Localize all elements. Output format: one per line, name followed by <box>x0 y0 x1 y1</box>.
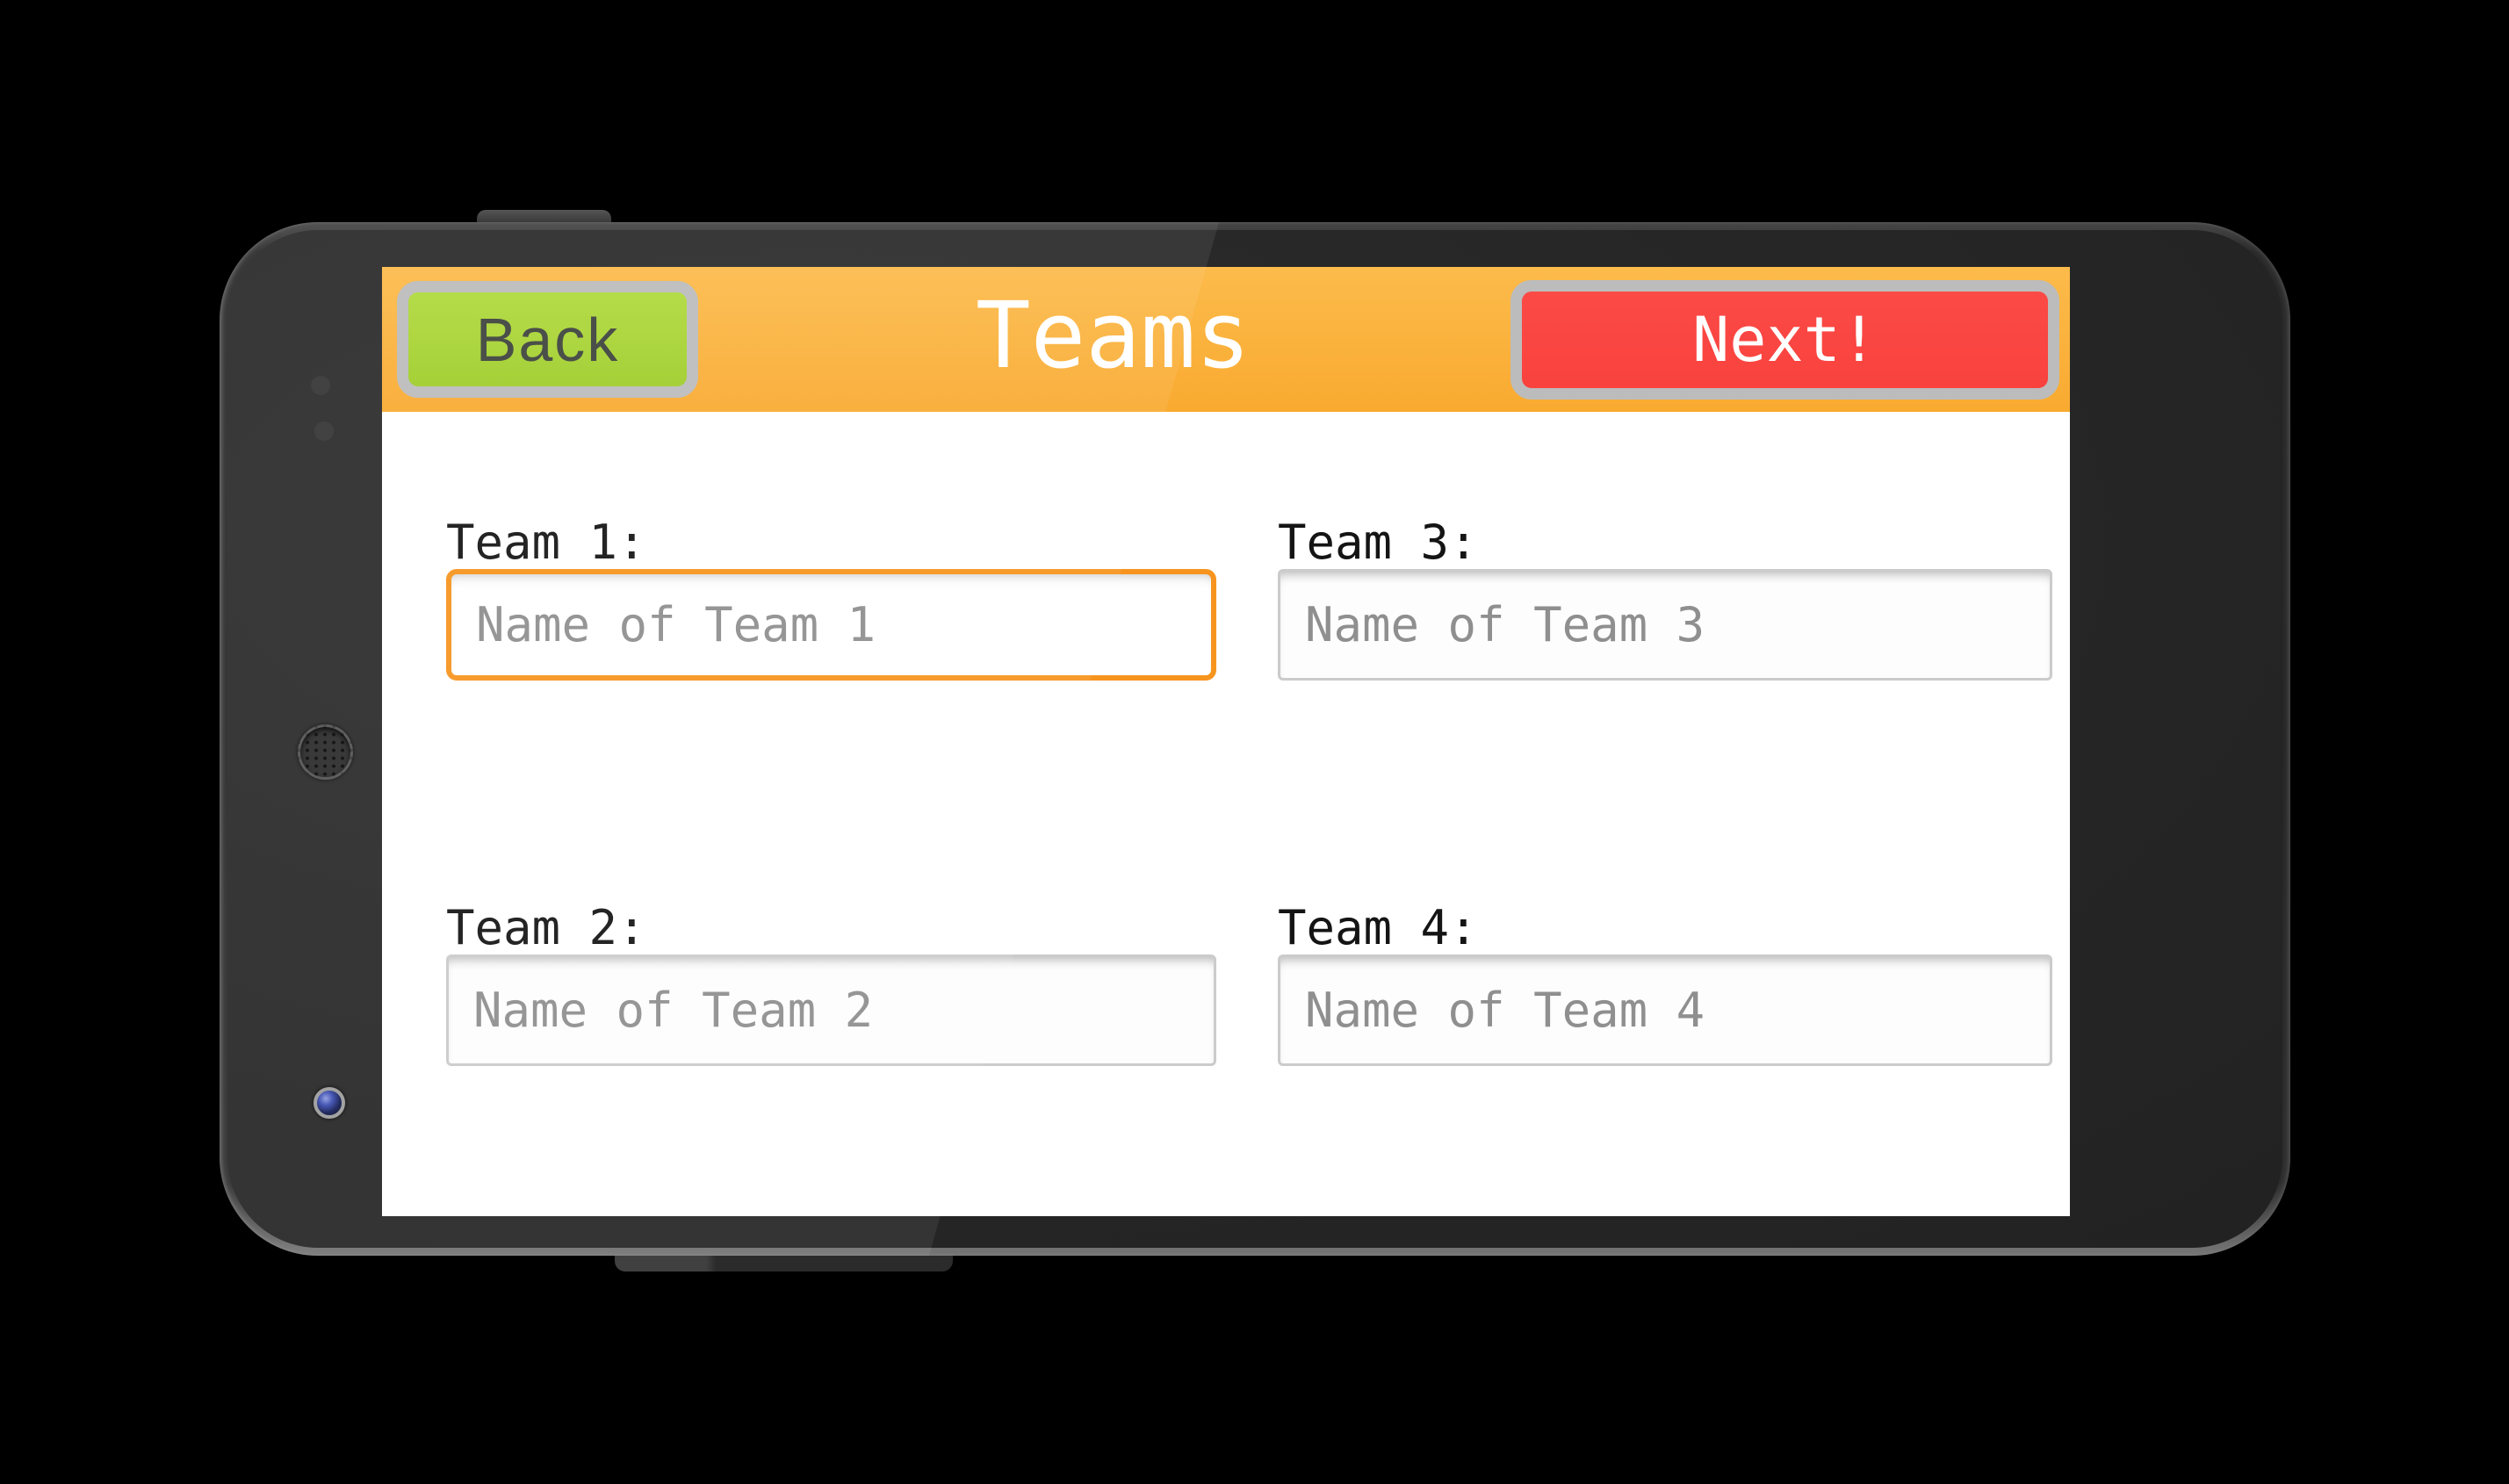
team-3-label: Team 3: <box>1278 515 1478 570</box>
sensor-dot-icon <box>314 421 334 441</box>
front-camera-icon <box>314 1087 345 1119</box>
earpiece-speaker-icon <box>298 724 353 780</box>
team-4-label: Team 4: <box>1278 900 1478 955</box>
sensor-dot-icon <box>311 376 330 395</box>
app-screen: Back Teams Next! Team 1: Team 3: Team 2: <box>382 267 2070 1216</box>
phone-frame: Back Teams Next! Team 1: Team 3: Team 2: <box>220 210 2290 1271</box>
team-2-label: Team 2: <box>446 900 646 955</box>
team-1-input[interactable] <box>446 569 1216 681</box>
page-title: Teams <box>975 281 1251 389</box>
team-3-field: Team 3: <box>1278 516 2052 831</box>
team-2-input[interactable] <box>446 955 1216 1066</box>
team-1-field: Team 1: <box>446 516 1216 831</box>
app-header: Back Teams Next! <box>382 267 2070 412</box>
team-2-field: Team 2: <box>446 902 1216 1216</box>
team-4-field: Team 4: <box>1278 902 2052 1216</box>
teams-form: Team 1: Team 3: Team 2: Team 4: <box>382 412 2070 1216</box>
back-button[interactable]: Back <box>397 281 698 398</box>
team-4-input[interactable] <box>1278 955 2052 1066</box>
next-button[interactable]: Next! <box>1510 279 2059 400</box>
phone-body: Back Teams Next! Team 1: Team 3: Team 2: <box>220 222 2290 1256</box>
team-3-input[interactable] <box>1278 569 2052 681</box>
team-1-label: Team 1: <box>446 515 646 570</box>
